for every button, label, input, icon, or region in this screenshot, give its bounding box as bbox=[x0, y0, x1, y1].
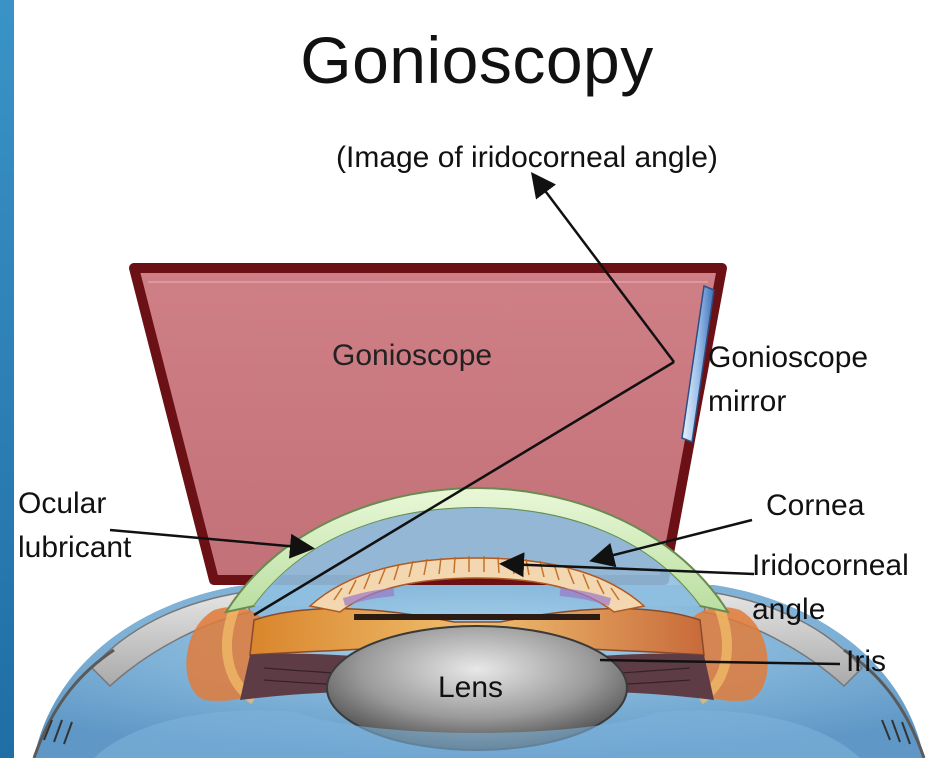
label-image-of-angle: (Image of iridocorneal angle) bbox=[336, 140, 718, 176]
label-gonioscope: Gonioscope bbox=[332, 338, 492, 374]
page-title: Gonioscopy bbox=[14, 22, 940, 98]
label-mirror-line2: mirror bbox=[708, 384, 786, 420]
label-angle-line1: Iridocorneal bbox=[752, 548, 909, 584]
label-iris: Iris bbox=[846, 644, 886, 680]
diagram-panel: Gonioscopy (Image of iridocorneal angle)… bbox=[14, 0, 940, 758]
gonioscopy-illustration bbox=[14, 0, 940, 758]
label-ocular-line2: lubricant bbox=[18, 530, 131, 566]
label-angle-line2: angle bbox=[752, 592, 825, 628]
label-lens: Lens bbox=[438, 670, 503, 706]
label-ocular-line1: Ocular bbox=[18, 486, 106, 522]
label-mirror-line1: Gonioscope bbox=[708, 340, 868, 376]
label-cornea: Cornea bbox=[766, 488, 864, 524]
